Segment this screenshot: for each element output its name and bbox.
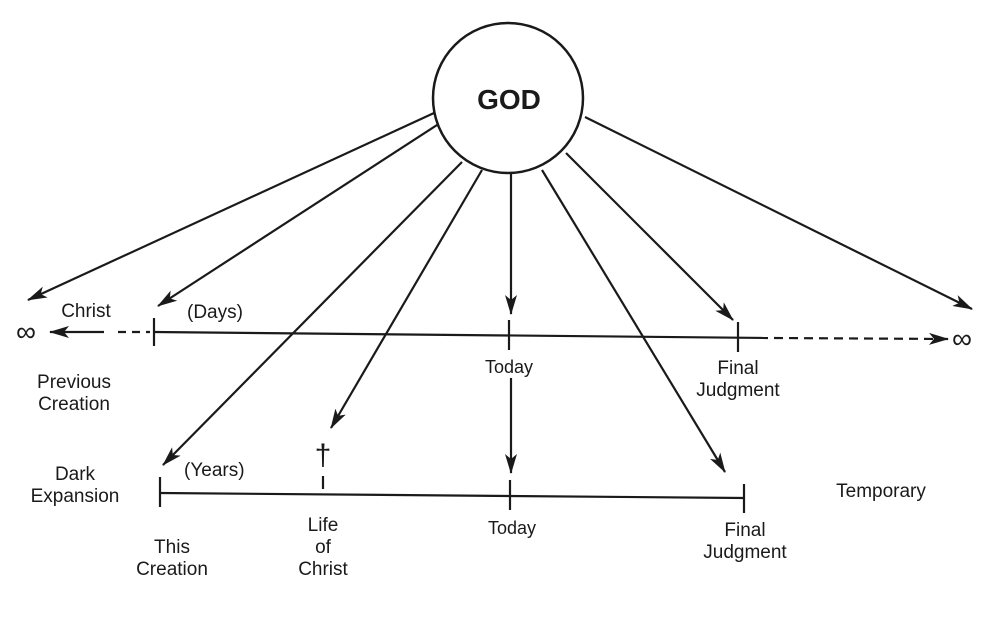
upper-timeline-line (153, 330, 769, 340)
god-label: GOD (477, 84, 541, 115)
ray-to-final-judgment-lower (541, 169, 726, 473)
years-unit-label: (Years) (184, 460, 245, 481)
ray-to-final-judgment-upper (565, 152, 734, 321)
ray-to-christ-previous (157, 124, 438, 307)
ray-to-life-of-christ (330, 169, 483, 429)
previous-creation-label: Previous Creation (37, 372, 111, 415)
ray-to-left-infinity (27, 112, 435, 301)
lower-timeline (158, 476, 746, 513)
lower-today-label: Today (487, 518, 537, 538)
upper-right-dashes (773, 332, 949, 345)
upper-final-judgment-label: Final Judgment (696, 358, 780, 401)
ray-to-this-creation (162, 161, 463, 466)
cross-icon: † (314, 439, 332, 472)
ray-to-right-infinity (584, 116, 973, 310)
upper-today-label: Today (484, 357, 534, 377)
lower-timeline-line (159, 491, 745, 500)
god-circle (431, 21, 585, 175)
temporary-label: Temporary (836, 481, 926, 502)
dark-expansion-label: Dark Expansion (30, 464, 120, 507)
upper-timeline (49, 318, 949, 352)
life-of-christ-label: Life of Christ (298, 515, 348, 580)
days-unit-label: (Days) (187, 302, 243, 323)
right-infinity-symbol: ∞ (952, 323, 972, 354)
christ-label: Christ (61, 301, 111, 322)
lower-final-judgment-label: Final Judgment (703, 520, 787, 563)
this-creation-label: This Creation (136, 537, 208, 580)
left-infinity-symbol: ∞ (16, 316, 36, 347)
